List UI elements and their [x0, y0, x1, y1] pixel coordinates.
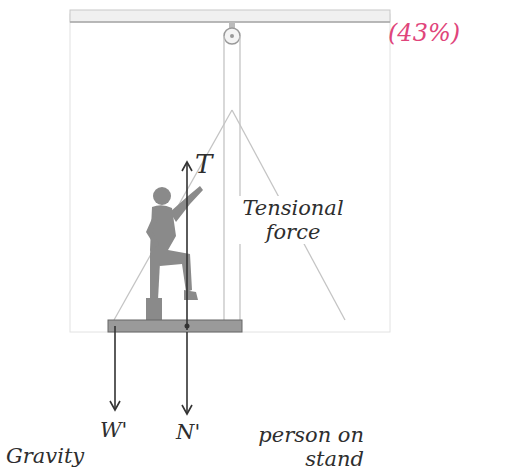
force-symbol: T	[195, 150, 225, 180]
force-name: Tensional force	[226, 196, 360, 244]
stand-platform	[108, 320, 242, 332]
background-panel	[70, 14, 390, 332]
person-silhouette	[146, 186, 203, 320]
rope	[114, 110, 232, 320]
pulley-axle	[230, 34, 234, 38]
normal-force-arrow	[186, 332, 188, 414]
rope	[223, 36, 224, 320]
tension-arrow	[186, 162, 188, 330]
force-symbol: N'	[176, 420, 212, 444]
force-name: Gravity	[6, 444, 106, 468]
percentage-note: (43%)	[388, 20, 498, 48]
force-symbol: W'	[100, 418, 140, 442]
ceiling	[70, 10, 390, 22]
gravity-arrow	[114, 326, 116, 410]
rope	[239, 36, 240, 320]
pulley	[224, 28, 240, 44]
force-name: person on stand	[214, 423, 364, 471]
